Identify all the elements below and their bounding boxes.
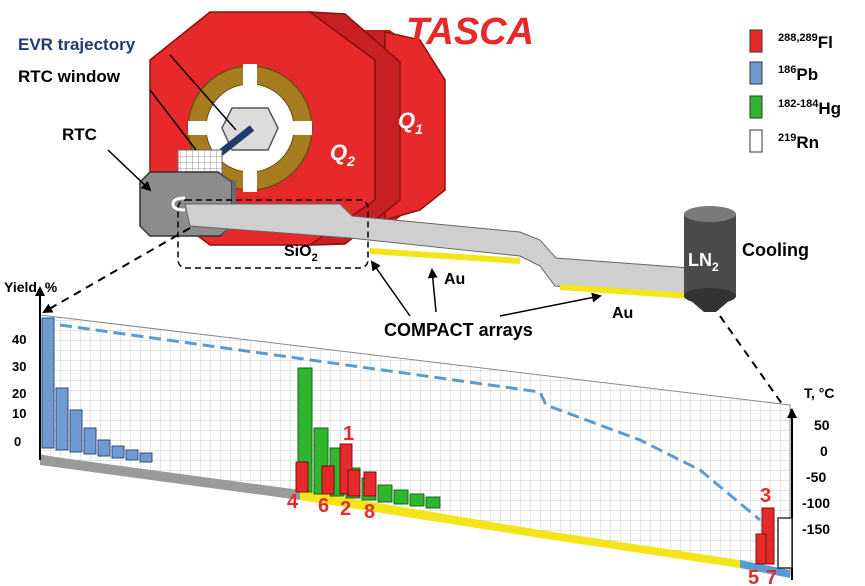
legend: 288,289Fl 186Pb 182-184Hg 219Rn [749, 29, 841, 153]
event-numbers: 1 2 3 4 5 6 7 8 [287, 423, 777, 586]
guide-left [42, 227, 191, 313]
fl-bar-8 [363, 471, 377, 497]
q2-label: Q2 [330, 140, 355, 169]
compact-arrays-label: COMPACT arrays [384, 320, 533, 340]
hg-bar [425, 496, 441, 509]
yield-tick-0: 0 [14, 434, 21, 449]
hg-bar [393, 489, 409, 505]
evr-pointer [169, 54, 237, 131]
sio2-label: SiO2 [284, 243, 318, 264]
sio2-highlight-box [177, 199, 369, 269]
event-number-2: 2 [340, 498, 351, 520]
au-upper-label: Au [444, 271, 465, 288]
yield-axis-title: Yield, % [4, 279, 58, 295]
fl-bar-6 [321, 465, 335, 495]
pb-bar [69, 409, 83, 453]
au-lower-label: Au [612, 305, 633, 322]
pb-bar [83, 427, 97, 455]
event-number-3: 3 [760, 485, 771, 507]
legend-item-rn: 219Rn [749, 129, 819, 153]
legend-swatch-fl [749, 29, 763, 53]
temp-tick-m50: -50 [806, 469, 826, 485]
fl-bars [295, 443, 775, 565]
temperature-profile [59, 323, 761, 522]
svg-text:288,289Fl: 288,289Fl [778, 32, 833, 52]
legend-swatch-rn [749, 129, 763, 153]
pb-bar [97, 439, 111, 457]
pb-bar [55, 387, 69, 451]
hg-bar [377, 484, 393, 503]
arrow-au-lower [499, 292, 602, 317]
arrow-sio2 [370, 260, 411, 317]
yield-ticks: 40 30 20 10 0 [12, 332, 26, 449]
rtc-label: RTC [62, 125, 97, 144]
event-number-1: 1 [343, 423, 354, 445]
legend-swatch-hg [749, 95, 763, 119]
yield-tick-10: 10 [12, 406, 26, 421]
event-number-8: 8 [364, 501, 375, 523]
temp-tick-m150: -150 [802, 521, 830, 537]
temp-tick-50: 50 [814, 417, 830, 433]
detector-channel [184, 203, 721, 311]
temp-axis-title: T, °C [804, 385, 835, 401]
pb-bars [41, 317, 153, 463]
event-number-4: 4 [287, 491, 299, 513]
pb-bar [111, 445, 125, 459]
event-number-5: 5 [748, 567, 759, 586]
arrow-au-upper [427, 268, 438, 313]
legend-item-fl: 288,289Fl [749, 29, 833, 53]
q1-label: Q1 [398, 108, 423, 137]
pb-bar [125, 449, 139, 461]
pb-bar [139, 452, 153, 463]
yield-tick-40: 40 [12, 332, 26, 347]
fl-bar-5 [755, 533, 767, 565]
grid-wall [39, 314, 791, 576]
yield-tick-20: 20 [12, 386, 26, 401]
temp-tick-0: 0 [820, 443, 828, 459]
legend-item-hg: 182-184Hg [749, 95, 841, 119]
event-number-6: 6 [318, 495, 329, 517]
fl-bar-2 [347, 469, 361, 497]
svg-text:219Rn: 219Rn [778, 132, 819, 152]
rtc-window-label: RTC window [18, 67, 121, 86]
pb-bar [41, 317, 55, 449]
temp-tick-m100: -100 [802, 495, 830, 511]
fl-bar-4 [295, 461, 309, 493]
title-tasca: TASCA [406, 11, 534, 53]
legend-swatch-pb [749, 61, 763, 85]
ln2-dewar [684, 206, 736, 312]
guide-right [719, 315, 794, 420]
temp-ticks: 50 0 -50 -100 -150 [802, 417, 830, 537]
legend-item-pb: 186Pb [749, 61, 818, 85]
rtc-window-pointer [149, 89, 197, 151]
rn-bar [777, 517, 793, 569]
svg-text:186Pb: 186Pb [778, 64, 818, 84]
yield-tick-30: 30 [12, 359, 26, 374]
ln2-label: LN2 [688, 250, 719, 274]
cooling-label: Cooling [742, 240, 809, 260]
event-number-7: 7 [766, 567, 777, 586]
floor-strip [40, 455, 790, 578]
evr-trajectory-label: EVR trajectory [18, 35, 136, 54]
svg-text:182-184Hg: 182-184Hg [778, 98, 841, 118]
hg-bar [409, 493, 425, 507]
rtc-pointer [107, 149, 152, 192]
